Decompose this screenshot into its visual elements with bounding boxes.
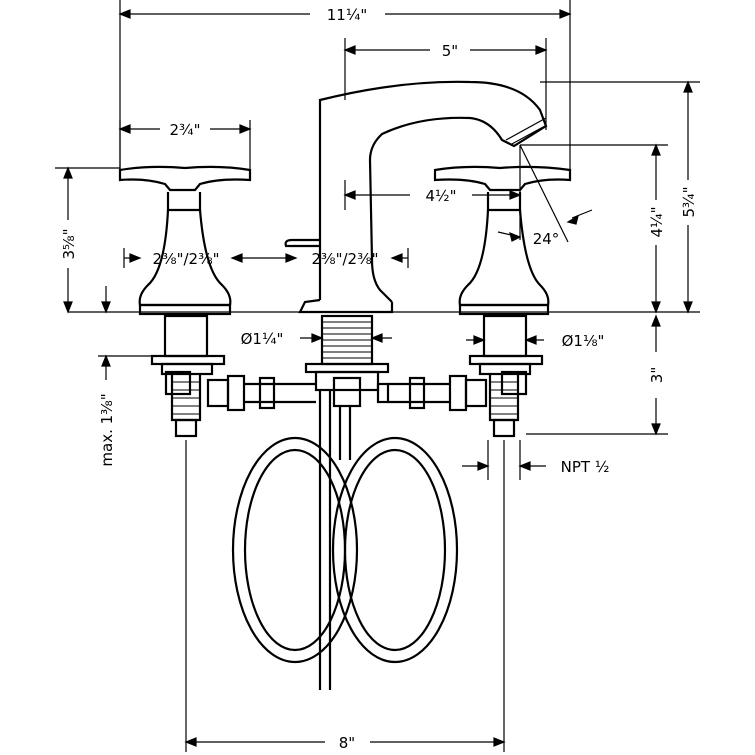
right-handle [433, 165, 572, 438]
spout [284, 80, 548, 690]
left-handle [118, 165, 252, 438]
dim-center-spread: 8" [339, 734, 355, 752]
dim-spout-angle: 24° [533, 230, 560, 248]
supply-hoses [206, 374, 488, 664]
dim-spout-shank: Ø1¼" [241, 330, 284, 348]
dim-handle-height: 3⅝" [60, 229, 78, 260]
dim-spout-base: 2⅜"/2⅜" [311, 250, 378, 268]
dim-left-handle-base: 2⅜"/2⅜" [152, 250, 219, 268]
dim-max-deck: max. 1⅜" [98, 393, 116, 466]
dim-valve-shank: Ø1⅛" [562, 332, 605, 350]
dim-npt: NPT ½ [561, 458, 610, 476]
dimension-lines [55, 0, 700, 752]
dim-spout-inner-reach: 4½" [426, 187, 457, 205]
dim-overall-height: 5¾" [680, 187, 698, 218]
dim-handle-width: 2¾" [170, 121, 201, 139]
dim-spout-clearance: 4¼" [648, 207, 666, 238]
dim-spout-reach: 5" [442, 42, 458, 60]
dim-overall-width: 11¼" [327, 6, 368, 24]
dim-valve-depth: 3" [648, 367, 666, 383]
